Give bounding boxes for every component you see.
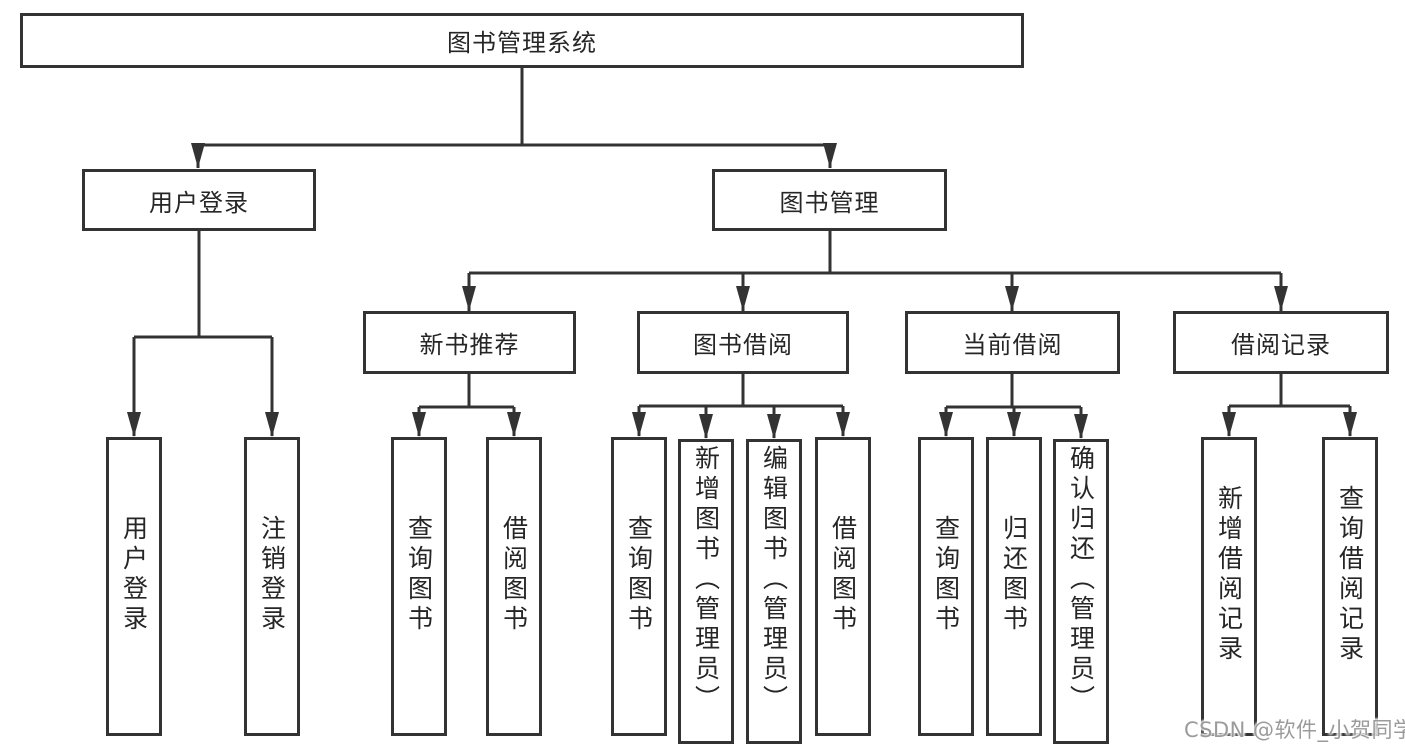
- arrow-icon: [265, 412, 279, 437]
- leaf-current-return-books-label: 归还图书: [999, 514, 1029, 635]
- arrow-icon: [462, 286, 476, 311]
- arrow-icon: [1274, 286, 1288, 311]
- leaf-current-confirm-return-admin-label: 确认归还（管理员）: [1066, 444, 1096, 715]
- connector-user-login-subtree: [132, 231, 274, 436]
- connector-book-borrowing-subtree: [637, 373, 845, 438]
- arrow-icon: [939, 412, 953, 437]
- node-user-login: 用户登录: [82, 169, 316, 231]
- node-borrow-records: 借阅记录: [1173, 311, 1389, 374]
- arrow-icon: [507, 412, 521, 437]
- node-root-label: 图书管理系统: [447, 29, 597, 57]
- leaf-borrowing-add-books-admin: 新增图书（管理员）: [678, 439, 734, 744]
- arrow-icon: [1222, 412, 1236, 437]
- leaf-current-query-books-label: 查询图书: [931, 514, 961, 635]
- leaf-user-login: 用户登录: [106, 437, 162, 736]
- leaf-borrowing-edit-books-admin: 编辑图书（管理员）: [746, 439, 802, 744]
- arrow-icon: [1007, 412, 1021, 437]
- arrow-icon: [1343, 412, 1357, 437]
- arrow-icon: [736, 286, 750, 311]
- arrow-icon: [1074, 414, 1088, 439]
- connector-current-borrowing-subtree: [944, 373, 1083, 438]
- node-root: 图书管理系统: [20, 13, 1024, 68]
- node-borrow-records-label: 借阅记录: [1231, 331, 1331, 359]
- leaf-logout: 注销登录: [244, 437, 300, 736]
- node-book-borrowing-label: 图书借阅: [693, 331, 793, 359]
- leaf-recommend-borrow-books-label: 借阅图书: [499, 514, 529, 635]
- node-book-management: 图书管理: [712, 169, 947, 231]
- connector-new-book-subtree: [417, 373, 516, 436]
- leaf-current-return-books: 归还图书: [986, 437, 1042, 736]
- leaf-recommend-query-books: 查询图书: [391, 437, 447, 736]
- arrow-icon: [767, 414, 781, 439]
- node-user-login-label: 用户登录: [149, 188, 249, 217]
- leaf-borrowing-query-books-label: 查询图书: [624, 514, 654, 635]
- leaf-borrowing-borrow-books-label: 借阅图书: [828, 514, 858, 635]
- leaf-borrowing-edit-books-admin-label: 编辑图书（管理员）: [759, 444, 789, 715]
- leaf-borrowing-add-books-admin-label: 新增图书（管理员）: [691, 444, 721, 715]
- arrow-icon: [127, 412, 141, 437]
- leaf-borrowing-borrow-books: 借阅图书: [815, 437, 871, 736]
- connector-book-management-to-level2: [467, 231, 1283, 311]
- arrow-icon: [836, 412, 850, 437]
- leaf-records-add-record: 新增借阅记录: [1201, 437, 1257, 736]
- leaf-current-query-books: 查询图书: [918, 437, 974, 736]
- leaf-records-query-record-label: 查询借阅记录: [1335, 484, 1365, 665]
- node-book-borrowing: 图书借阅: [637, 311, 849, 374]
- arrow-icon: [1005, 286, 1019, 311]
- connector-borrow-records-subtree: [1227, 373, 1352, 436]
- connector-root-to-level1: [196, 68, 832, 168]
- arrow-icon: [823, 143, 837, 168]
- leaf-borrowing-query-books: 查询图书: [611, 437, 667, 736]
- node-current-borrowing-label: 当前借阅: [962, 331, 1063, 359]
- arrow-icon: [412, 412, 426, 437]
- arrow-icon: [191, 143, 205, 168]
- node-new-book-recommend-label: 新书推荐: [419, 331, 520, 359]
- node-new-book-recommend: 新书推荐: [363, 311, 576, 374]
- leaf-current-confirm-return-admin: 确认归还（管理员）: [1053, 439, 1109, 744]
- node-current-borrowing: 当前借阅: [905, 311, 1120, 374]
- leaf-user-login-label: 用户登录: [119, 514, 149, 635]
- leaf-records-add-record-label: 新增借阅记录: [1214, 484, 1244, 665]
- node-book-management-label: 图书管理: [779, 188, 880, 217]
- arrow-icon: [632, 412, 646, 437]
- leaf-records-query-record: 查询借阅记录: [1322, 437, 1378, 736]
- leaf-recommend-borrow-books: 借阅图书: [486, 437, 542, 736]
- csdn-watermark: CSDN @软件_小贺同学: [1184, 718, 1405, 742]
- leaf-recommend-query-books-label: 查询图书: [404, 514, 434, 635]
- arrow-icon: [699, 414, 713, 439]
- leaf-logout-label: 注销登录: [257, 514, 287, 635]
